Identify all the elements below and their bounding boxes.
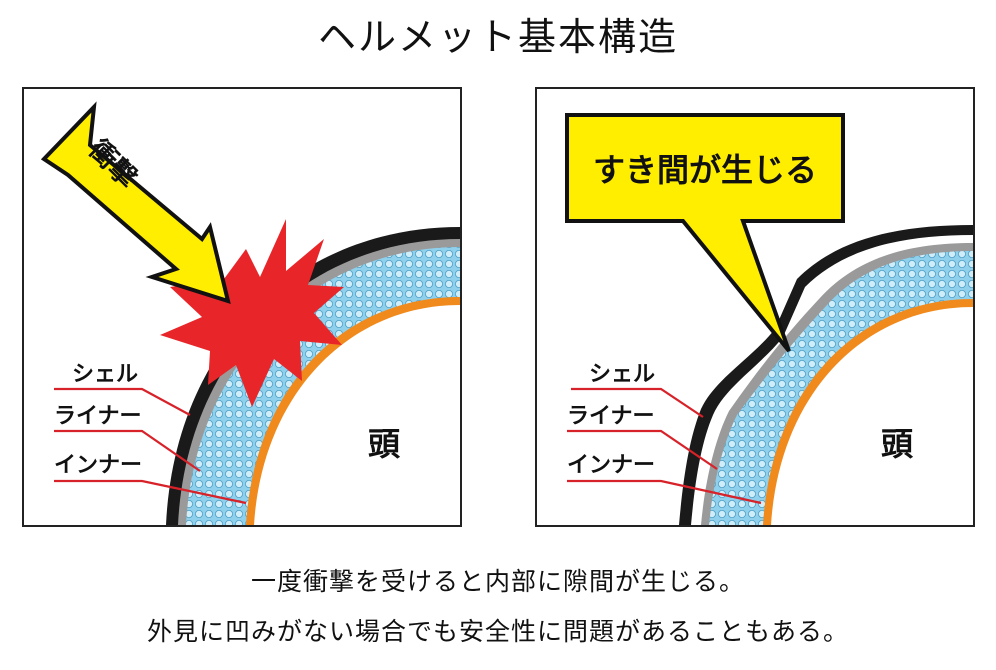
liner-leader-line — [54, 429, 201, 472]
gap-diagram-panel: すき間が生じる シェル ライナー インナー 頭 — [535, 87, 975, 527]
shell-leader-line — [54, 387, 191, 416]
caption-line-1: 一度衝撃を受けると内部に隙間が生じる。 — [250, 567, 745, 596]
liner-label: ライナー — [54, 404, 142, 429]
impact-burst — [160, 219, 344, 407]
liner-leader-line — [567, 429, 718, 470]
impact-diagram-panel: 衝撃 シェル ライナー インナー 頭 — [22, 87, 462, 527]
gap-diagram: すき間が生じる シェル ライナー インナー 頭 — [565, 113, 973, 525]
head-area — [254, 305, 460, 525]
caption-line-2: 外見に凹みがない場合でも安全性に問題があることもある。 — [146, 617, 849, 646]
liner-label: ライナー — [567, 404, 655, 429]
head-area — [771, 307, 973, 525]
head-label: 頭 — [881, 425, 914, 463]
page-title: ヘルメット基本構造 — [317, 15, 678, 59]
impact-arrow-icon — [40, 101, 231, 304]
inner-label: インナー — [54, 453, 142, 478]
shell-label: シェル — [589, 362, 655, 387]
gap-callout-text: すき間が生じる — [593, 151, 817, 189]
gap-callout-bubble — [565, 113, 845, 353]
inner-label: インナー — [567, 453, 655, 478]
shell-label: シェル — [72, 362, 138, 387]
inner-leader-line — [567, 479, 762, 505]
inner-leader-line — [54, 479, 247, 505]
shell-leader-line — [571, 387, 704, 418]
head-label: 頭 — [368, 425, 401, 463]
impact-diagram: 衝撃 シェル ライナー インナー 頭 — [40, 101, 460, 525]
